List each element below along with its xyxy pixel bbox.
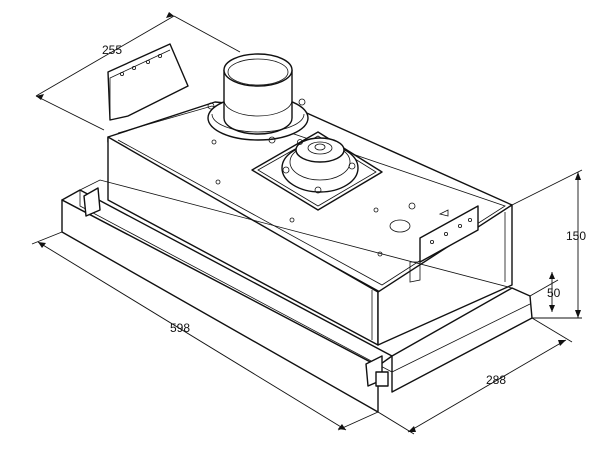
top-face-holes [211, 139, 449, 257]
dimension-depth-bottom: 288 [377, 317, 573, 435]
dimension-label-width: 598 [170, 321, 190, 335]
fan-motor-icon [251, 131, 383, 211]
dimension-label-height-total: 150 [566, 229, 586, 243]
dimension-width: 598 [31, 231, 379, 431]
dimension-depth-top: 255 [35, 12, 241, 131]
housing-top-rim [117, 105, 506, 286]
dimension-label-depth-bottom: 288 [486, 373, 506, 387]
dimension-height-total: 150 [511, 169, 586, 319]
housing-base [79, 179, 533, 393]
dimension-height-front: 50 [529, 272, 561, 312]
dimension-label-depth-top: 255 [102, 43, 122, 57]
circular-duct-collar-icon [207, 53, 309, 144]
dimension-label-height-front: 50 [547, 286, 561, 300]
rear-bracket-left [107, 43, 189, 121]
side-bracket-right [409, 205, 479, 283]
